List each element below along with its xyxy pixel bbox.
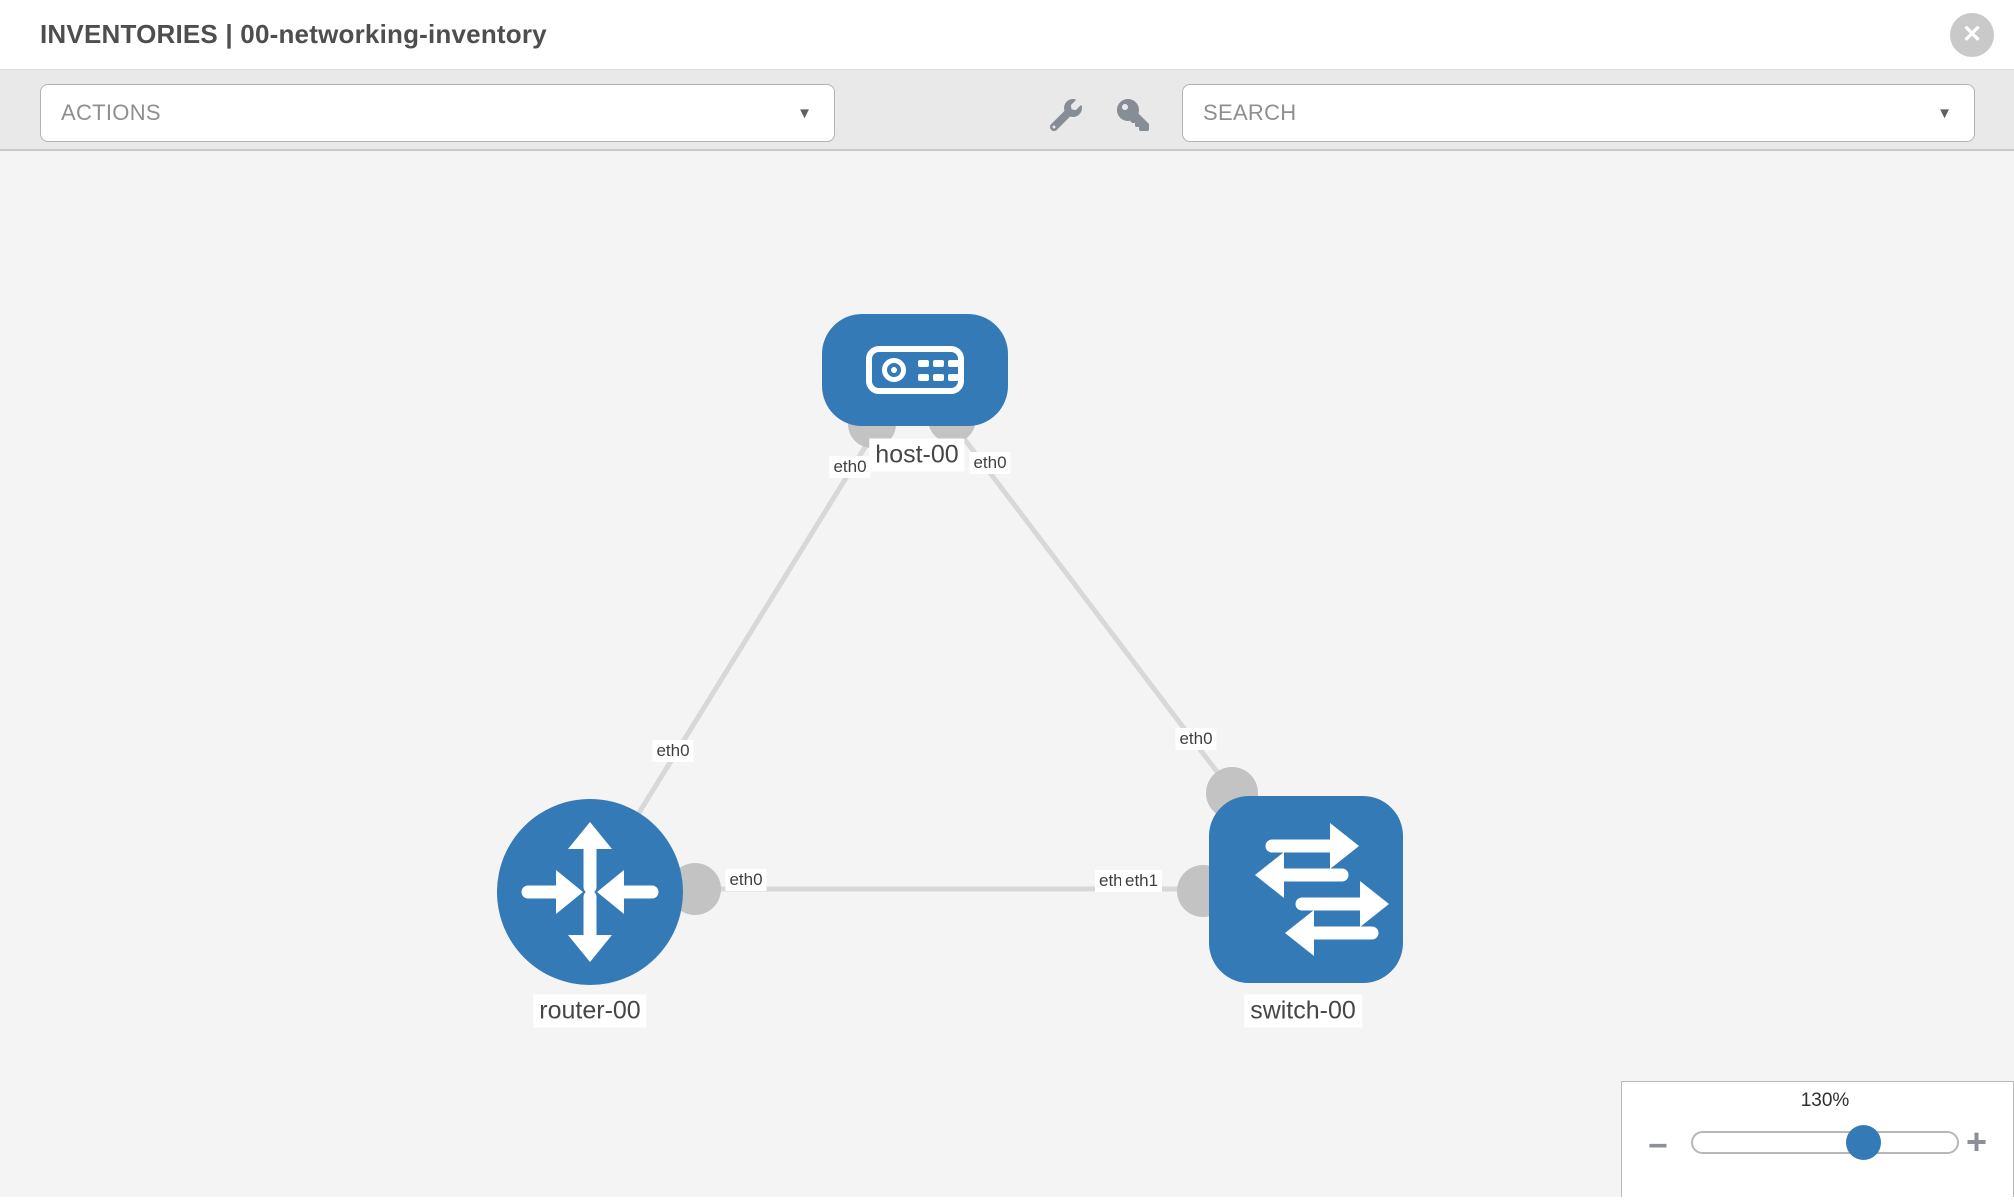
iface-label-host-eth0-left: eth0 [829,456,871,478]
zoom-in-button[interactable]: + [1966,1121,1988,1162]
page-title: INVENTORIES | 00-networking-inventory [40,19,547,49]
node-label-host-00: host-00 [869,438,965,472]
zoom-level-value: 130% [1800,1090,1850,1111]
key-icon [1117,99,1149,131]
close-button[interactable]: ✕ [1950,12,1994,57]
actions-dropdown[interactable]: ACTIONS ▼ [40,84,835,142]
close-icon: ✕ [1961,20,1983,48]
node-switch-00[interactable] [1209,796,1403,983]
search-dropdown[interactable]: SEARCH ▼ [1182,84,1975,142]
host-icon [866,346,964,394]
iface-label-link-eth1: eth1 [1121,870,1163,892]
node-label-router-00: router-00 [533,994,647,1028]
iface-label-router-eth0-top: eth0 [652,740,694,762]
topology-canvas[interactable]: host-00 router-00 switch-00 eth0 eth0 et… [0,151,2014,1197]
topology-graph [497,314,1403,985]
iface-label-switch-eth0-top: eth0 [1175,728,1217,750]
zoom-slider-thumb[interactable] [1846,1125,1881,1160]
router-icon [521,822,659,962]
iface-label-host-eth0-right: eth0 [969,452,1011,474]
node-label-switch-00: switch-00 [1244,994,1362,1028]
toolbar: ACTIONS ▼ SEARCH ▼ [0,70,2014,151]
chevron-down-icon: ▼ [1937,104,1952,122]
node-router-00[interactable] [497,799,683,985]
switch-icon [1255,823,1389,956]
key-tool-button[interactable] [1117,99,1149,131]
actions-dropdown-label: ACTIONS [61,100,161,125]
zoom-slider-track[interactable] [1691,1131,1959,1154]
search-dropdown-label: SEARCH [1203,100,1297,125]
chevron-down-icon: ▼ [797,104,812,122]
interface-endpoints [669,395,1258,917]
zoom-out-button[interactable]: − [1648,1127,1668,1165]
wrench-icon [1049,99,1082,132]
zoom-control-panel: 130% − + [1621,1081,2014,1197]
node-host-00[interactable] [822,314,1008,426]
wrench-tool-button[interactable] [1049,99,1082,132]
panel-header: INVENTORIES | 00-networking-inventory ✕ [0,0,2014,70]
iface-label-link-eth0: eth0 [725,869,767,891]
